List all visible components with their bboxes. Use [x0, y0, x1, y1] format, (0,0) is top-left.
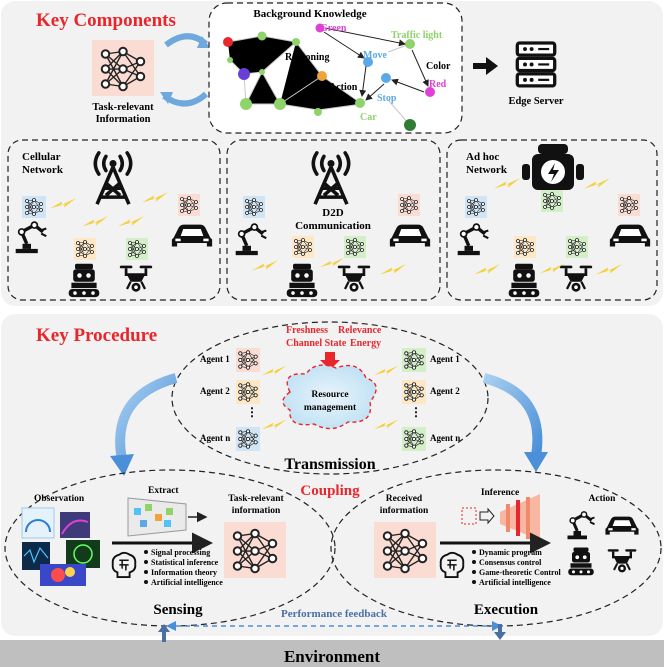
- method-information-theory: Information theory: [151, 568, 217, 577]
- down-arrow-icon: [494, 624, 506, 640]
- left-ellipsis: ⋮: [246, 405, 258, 419]
- observation-images: [21, 507, 100, 586]
- task-info-label-1: Task-relevant: [92, 102, 154, 113]
- left-agent-n: Agent n: [200, 433, 230, 443]
- edge-server-label: Edge Server: [508, 96, 563, 107]
- kg-traffic-light: Traffic light: [391, 30, 443, 41]
- extract-label: Extract: [148, 486, 179, 496]
- method-game: Game-theoretic Control: [479, 568, 561, 577]
- key-procedure-title: Key Procedure: [36, 325, 157, 346]
- key-procedure-panel: [1, 314, 663, 636]
- d2d-label-1: D2D: [322, 207, 343, 219]
- adhoc-network-box: [446, 139, 658, 301]
- coupling-label: Coupling: [300, 483, 360, 499]
- feedback-arrow-right: [492, 621, 502, 631]
- kg-red: Red: [429, 79, 447, 90]
- right-ellipsis: ⋮: [410, 405, 422, 419]
- kg-green: Green: [320, 23, 347, 34]
- inference-graphic: [461, 494, 540, 540]
- curved-arrow-left: [115, 373, 178, 461]
- method-signal: Signal processing: [151, 548, 210, 557]
- d2d-label-2: Communication: [295, 220, 371, 232]
- action-label: Action: [589, 494, 617, 504]
- cellular-network-box: [7, 139, 221, 301]
- kg-reasoning: Reasoning: [285, 52, 329, 63]
- kg-action: Action: [329, 82, 358, 93]
- down-arrow-icon: [320, 352, 340, 370]
- execution-ellipse: [330, 469, 662, 627]
- key-components-title: Key Components: [36, 10, 176, 31]
- observation-label: Observation: [34, 494, 85, 504]
- method-statistical: Statistical inference: [151, 558, 219, 567]
- extract-funnel: [127, 497, 187, 537]
- transmission-label: Transmission: [284, 456, 375, 473]
- execution-label: Execution: [474, 602, 539, 618]
- method-consensus: Consensus control: [479, 558, 542, 567]
- cellular-label-1: Cellular: [22, 151, 61, 163]
- sensing-task-info-2: information: [232, 506, 281, 516]
- sensing-label: Sensing: [153, 602, 203, 618]
- factor-channel-state: Channel State: [286, 338, 347, 349]
- left-agent-1: Agent 1: [200, 354, 230, 364]
- humanoid-robot-icon: [522, 144, 584, 190]
- d2d-box: [226, 139, 441, 301]
- resource-label-1: Resource: [311, 390, 348, 400]
- curved-arrow-right: [482, 373, 543, 457]
- method-ai-execution: Artificial intelligence: [479, 578, 551, 587]
- edge-server-icon: [515, 41, 557, 88]
- curved-arrow-left-head: [110, 454, 134, 476]
- key-components-panel: [1, 1, 663, 306]
- execution-methods: Dynamic program Consensus control Game-t…: [472, 548, 561, 587]
- sensing-methods: Signal processing Statistical inference …: [144, 548, 223, 587]
- environment-bar: [0, 640, 664, 667]
- right-arrow-icon: [473, 57, 498, 75]
- right-agent-n: Agent n: [430, 433, 460, 443]
- left-agent-2: Agent 2: [200, 386, 230, 396]
- adhoc-label-2: Network: [466, 164, 508, 176]
- kg-move: Move: [363, 50, 387, 61]
- right-agent-2: Agent 2: [430, 386, 460, 396]
- kg-title: Background Knowledge: [253, 8, 366, 20]
- factor-freshness: Freshness: [286, 325, 328, 336]
- resource-label-2: management: [304, 403, 357, 413]
- cycle-arrow-head-top: [197, 36, 210, 48]
- cycle-arrow-head-bottom: [160, 92, 173, 104]
- kg-car: Car: [360, 112, 377, 123]
- kg-relation-edges: [323, 27, 429, 101]
- kg-nodes: [223, 23, 435, 131]
- sensing-task-info-1: Task-relevant: [228, 494, 284, 504]
- method-dynamic: Dynamic program: [479, 548, 542, 557]
- right-agent-1: Agent 1: [430, 354, 460, 364]
- environment-label: Environment: [284, 647, 380, 666]
- factor-relevance: Relevance: [338, 325, 382, 336]
- task-info-label-2: Information: [96, 114, 151, 125]
- resource-cloud: [282, 364, 377, 430]
- inference-label: Inference: [481, 488, 519, 498]
- received-label-1: Received: [386, 494, 423, 504]
- cellular-label-2: Network: [22, 164, 64, 176]
- adhoc-label-1: Ad hoc: [466, 151, 499, 163]
- method-ai-sensing: Artificial intelligence: [151, 578, 223, 587]
- up-arrow-icon: [158, 624, 170, 642]
- feedback-arrow-left: [166, 621, 176, 631]
- factor-energy: Energy: [350, 338, 381, 349]
- curved-arrow-right-head: [524, 452, 548, 472]
- kg-stop: Stop: [377, 93, 397, 104]
- received-label-2: information: [380, 506, 429, 516]
- performance-feedback-label: Performance feedback: [281, 608, 388, 620]
- sensing-ellipse: [4, 469, 336, 627]
- kg-color: Color: [426, 61, 451, 72]
